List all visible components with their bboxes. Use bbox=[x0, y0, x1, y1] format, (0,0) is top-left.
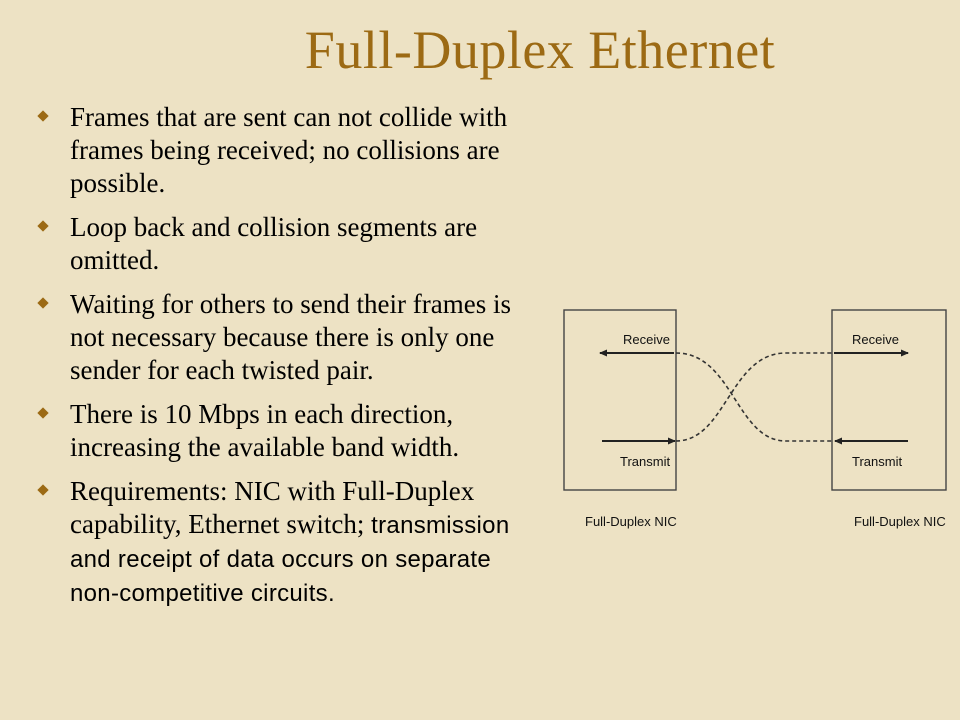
bullet-item: Loop back and collision segments are omi… bbox=[36, 211, 536, 277]
bullet-item: Frames that are sent can not collide wit… bbox=[36, 101, 536, 200]
bullet-text: Frames that are sent can not collide wit… bbox=[70, 102, 508, 198]
diamond-bullet-icon bbox=[37, 220, 49, 232]
slide-title: Full-Duplex Ethernet bbox=[304, 20, 776, 80]
bullet-text: Loop back and collision segments are omi… bbox=[70, 212, 478, 275]
diamond-bullet-icon bbox=[37, 407, 49, 419]
diamond-bullet-icon bbox=[37, 484, 49, 496]
right-transmit-label: Transmit bbox=[852, 454, 902, 469]
left-nic-caption: Full-Duplex NIC bbox=[585, 514, 677, 529]
diamond-bullet-icon bbox=[37, 110, 49, 122]
left-receive-label: Receive bbox=[623, 332, 670, 347]
bullet-list: Frames that are sent can not collide wit… bbox=[36, 101, 536, 621]
bullet-item: Requirements: NIC with Full-Duplex capab… bbox=[36, 475, 536, 610]
diamond-bullet-icon bbox=[37, 297, 49, 309]
right-nic-box bbox=[831, 309, 947, 491]
right-nic-caption: Full-Duplex NIC bbox=[854, 514, 946, 529]
bullet-text-sans: transmission and receipt of data occurs … bbox=[70, 512, 510, 607]
bullet-text: Requirements: NIC with Full-Duplex capab… bbox=[70, 476, 475, 539]
bullet-item: Waiting for others to send their frames … bbox=[36, 288, 536, 387]
left-nic-box bbox=[563, 309, 677, 491]
right-receive-label: Receive bbox=[852, 332, 899, 347]
bullet-text: There is 10 Mbps in each direction, incr… bbox=[70, 399, 460, 462]
twisted-pair-wire-b bbox=[675, 352, 832, 442]
bullet-item: There is 10 Mbps in each direction, incr… bbox=[36, 398, 536, 464]
bullet-text: Waiting for others to send their frames … bbox=[70, 289, 511, 385]
left-transmit-label: Transmit bbox=[620, 454, 670, 469]
full-duplex-diagram: Receive Transmit Receive Transmit Full-D… bbox=[563, 309, 947, 529]
